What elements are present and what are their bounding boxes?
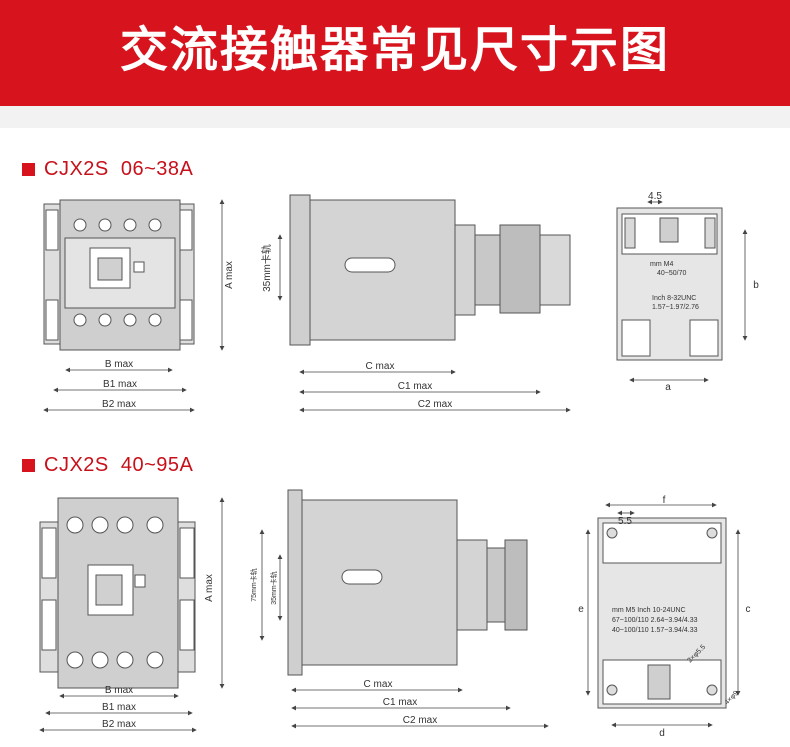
table-row-2-b: 67~100/110 2.64~3.94/4.33: [612, 617, 698, 624]
dim-c2-max-1: C2 max: [418, 399, 452, 410]
table-row-1-b: mm M5 Inch 10-24UNC: [612, 607, 686, 614]
dim-rail-1: 35mm卡轨: [260, 244, 273, 292]
dim-b2-max-1: B2 max: [102, 399, 136, 410]
dim-a-max-1: A max: [224, 261, 235, 289]
dim-b1-max-2: B1 max: [102, 702, 136, 713]
table-row-4: 1.57~1.97/2.76: [652, 304, 699, 311]
dim-b2-max-2: B2 max: [102, 719, 136, 730]
square-bullet-icon: [22, 162, 35, 176]
dim-b1-max-1: B1 max: [103, 379, 137, 390]
square-bullet-icon: [22, 458, 35, 472]
dim-f: f: [663, 495, 666, 506]
dim-b-max-1: B max: [105, 359, 133, 370]
side-view-2-dims: [259, 529, 549, 729]
page-title: 交流接触器常见尺寸示图: [119, 22, 670, 78]
dim-rail-75: 75mm卡轨: [249, 568, 258, 601]
side-view-1-dims: [277, 234, 571, 413]
section-label: CJX2S 40~95A: [44, 453, 194, 476]
dim-a-max-2: A max: [204, 574, 215, 602]
dim-5-5: 5.5: [618, 516, 632, 527]
dim-4-5: 4.5: [648, 191, 662, 202]
table-row-1: mm M4: [650, 261, 673, 268]
section-heading-1: CJX2S 06~38A: [22, 154, 193, 184]
header-banner: 交流接触器常见尺寸示图: [0, 0, 790, 128]
dim-c1-max-1: C1 max: [398, 381, 432, 392]
dim-c-max-2: C max: [364, 679, 393, 690]
table-row-3: Inch 8-32UNC: [652, 295, 696, 302]
dim-b-max-2: B max: [105, 685, 133, 696]
dim-c: c: [746, 604, 751, 615]
front-view-2: [39, 497, 196, 689]
front-view-1: [43, 199, 195, 351]
dim-rail-35: 35mm卡轨: [269, 571, 278, 604]
dim-c2-max-2: C2 max: [403, 715, 437, 726]
side-view-2: [287, 489, 528, 676]
dim-e: e: [578, 604, 584, 615]
dim-d: d: [659, 728, 665, 739]
section-label: CJX2S 06~38A: [44, 157, 194, 180]
back-view-2-dims: [585, 502, 741, 728]
table-row-2: 40~50/70: [657, 270, 686, 277]
section-heading-2: CJX2S 40~95A: [22, 450, 193, 480]
back-view-1: [616, 207, 723, 361]
dim-a-1: a: [665, 382, 671, 393]
back-view-1-dims: [629, 199, 748, 383]
front-view-1-dims: [43, 199, 225, 413]
front-view-2-dims: [39, 497, 225, 733]
back-view-2: [597, 517, 727, 709]
dim-c-max-1: C max: [366, 361, 395, 372]
side-view-1: [289, 194, 571, 346]
dim-c1-max-2: C1 max: [383, 697, 417, 708]
dim-b-1: b: [753, 280, 759, 291]
banner-red-bar: [0, 0, 790, 106]
table-row-3-b: 40~100/110 1.57~3.94/4.33: [612, 627, 698, 634]
